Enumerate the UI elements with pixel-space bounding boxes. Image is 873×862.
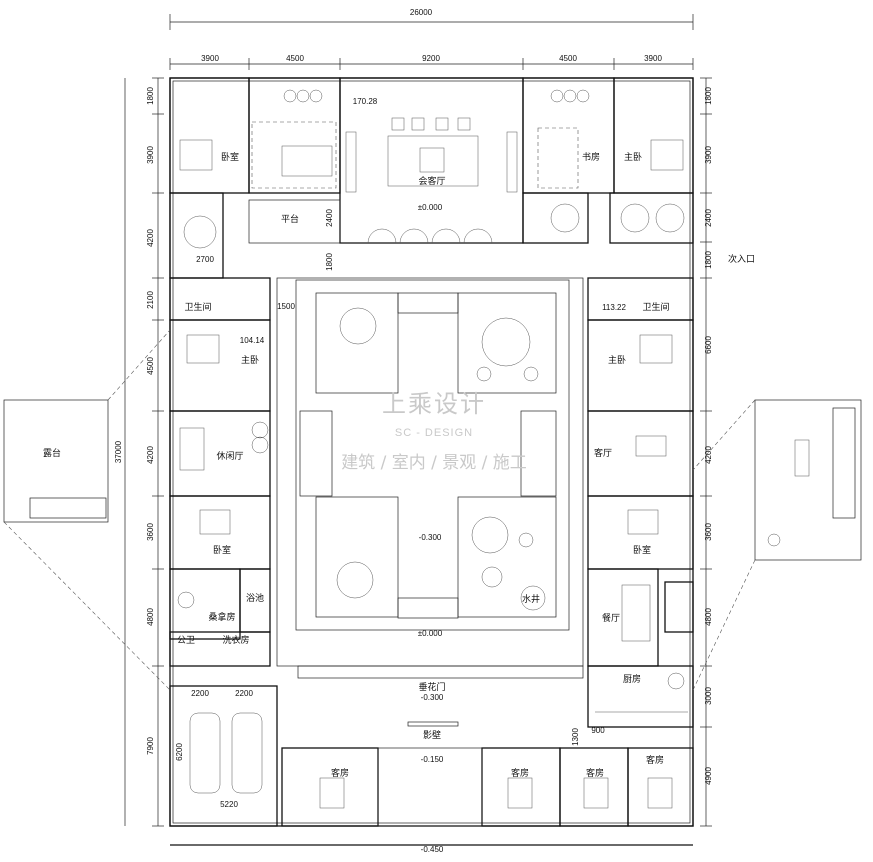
room-label-bathroom-w: 卫生间	[184, 301, 211, 313]
room-label-lounge: 休闲厅	[216, 450, 243, 462]
svg-text:1800: 1800	[325, 253, 334, 271]
room-label-living-room: 会客厅	[418, 175, 445, 187]
terrace-callout	[3, 329, 171, 691]
svg-text:1300: 1300	[571, 728, 580, 746]
svg-text:9200: 9200	[422, 54, 440, 63]
secondary-entrance-label: 次入口	[728, 253, 755, 265]
room-label-guest-3: 客房	[586, 767, 604, 779]
svg-text:6200: 6200	[175, 743, 184, 761]
room-label-dining: 餐厅	[602, 612, 620, 624]
svg-text:1800: 1800	[146, 87, 155, 105]
svg-text:4900: 4900	[704, 767, 713, 785]
svg-text:4200: 4200	[704, 446, 713, 464]
room-label-study: 书房	[582, 151, 600, 163]
room-label-master-w: 主卧	[241, 354, 259, 366]
room-label-guest-2: 客房	[511, 767, 529, 779]
room-label-master-ne: 主卧	[624, 151, 642, 163]
svg-text:37000: 37000	[114, 440, 123, 463]
svg-text:1800: 1800	[704, 87, 713, 105]
room-label-master-e: 主卧	[608, 354, 626, 366]
svg-text:2100: 2100	[146, 291, 155, 309]
northwest-wing	[169, 77, 341, 279]
room-label-bedroom-e: 卧室	[633, 544, 651, 556]
svg-text:4500: 4500	[559, 54, 577, 63]
west-wing	[169, 277, 271, 667]
watermark-services: 建筑 / 室内 / 景观 / 施工	[341, 453, 527, 473]
room-label-screen-wall: 影壁	[423, 729, 441, 741]
svg-text:4200: 4200	[146, 229, 155, 247]
svg-text:4200: 4200	[146, 446, 155, 464]
roof-detail-callout	[692, 399, 862, 691]
svg-text:2700: 2700	[196, 255, 214, 264]
dimension-lines	[124, 14, 712, 827]
dimension-labels: 26000 3900 4500 9200 4500 3900 37000 180…	[114, 8, 713, 809]
svg-text:4800: 4800	[146, 608, 155, 626]
room-label-bedroom-nw: 卧室	[221, 151, 239, 163]
room-label-bath-pool: 浴池	[246, 592, 264, 604]
svg-text:4800: 4800	[704, 608, 713, 626]
east-wing	[587, 277, 694, 728]
room-label-main-gate: 垂花门	[418, 681, 445, 693]
svg-text:2200: 2200	[235, 689, 253, 698]
svg-text:1500: 1500	[277, 302, 295, 311]
northeast-wing	[522, 77, 694, 244]
svg-text:2400: 2400	[325, 209, 334, 227]
svg-text:3900: 3900	[704, 146, 713, 164]
svg-text:3600: 3600	[146, 523, 155, 541]
svg-text:4500: 4500	[286, 54, 304, 63]
room-label-public-toilet: 公卫	[177, 635, 195, 646]
level-label-courtyard: -0.300	[419, 533, 442, 542]
svg-text:1800: 1800	[704, 251, 713, 269]
room-label-terrace: 露台	[43, 447, 61, 459]
level-label-gate: -0.300	[421, 693, 444, 702]
svg-text:7900: 7900	[146, 737, 155, 755]
room-label-kitchen: 厨房	[623, 673, 641, 685]
svg-text:900: 900	[591, 726, 605, 735]
svg-text:3000: 3000	[704, 687, 713, 705]
room-label-guest-hall: 客厅	[594, 447, 612, 459]
room-label-guest-4: 客房	[646, 754, 664, 766]
level-label-hall: ±0.000	[418, 203, 443, 212]
svg-text:4500: 4500	[146, 357, 155, 375]
area-label-main: 170.28	[353, 97, 378, 106]
area-label-east: 113.22	[602, 303, 626, 312]
watermark-brand: SC - DESIGN	[395, 427, 473, 439]
svg-text:2200: 2200	[191, 689, 209, 698]
svg-text:5220: 5220	[220, 800, 238, 809]
svg-text:6600: 6600	[704, 336, 713, 354]
area-label-west: 104.14	[240, 336, 265, 345]
svg-text:2400: 2400	[704, 209, 713, 227]
room-label-platform: 平台	[281, 213, 299, 225]
svg-text:3600: 3600	[704, 523, 713, 541]
svg-text:3900: 3900	[201, 54, 219, 63]
room-label-bathroom-e: 卫生间	[642, 301, 669, 313]
room-label-water-well: 水井	[522, 593, 540, 605]
room-label-sauna: 桑拿房	[208, 611, 235, 623]
room-label-guest-1: 客房	[331, 767, 349, 779]
svg-text:3900: 3900	[146, 146, 155, 164]
level-label-gate-step: ±0.000	[418, 629, 443, 638]
south-wing	[169, 685, 694, 827]
room-label-laundry: 洗衣房	[222, 634, 249, 646]
svg-text:26000: 26000	[410, 8, 433, 17]
room-label-bedroom-w: 卧室	[213, 544, 231, 556]
svg-text:3900: 3900	[644, 54, 662, 63]
courtyard	[276, 277, 584, 679]
level-label-entry: -0.150	[421, 755, 444, 764]
level-label-street: -0.450	[421, 845, 444, 854]
watermark-name: 上乘设计	[382, 390, 486, 418]
